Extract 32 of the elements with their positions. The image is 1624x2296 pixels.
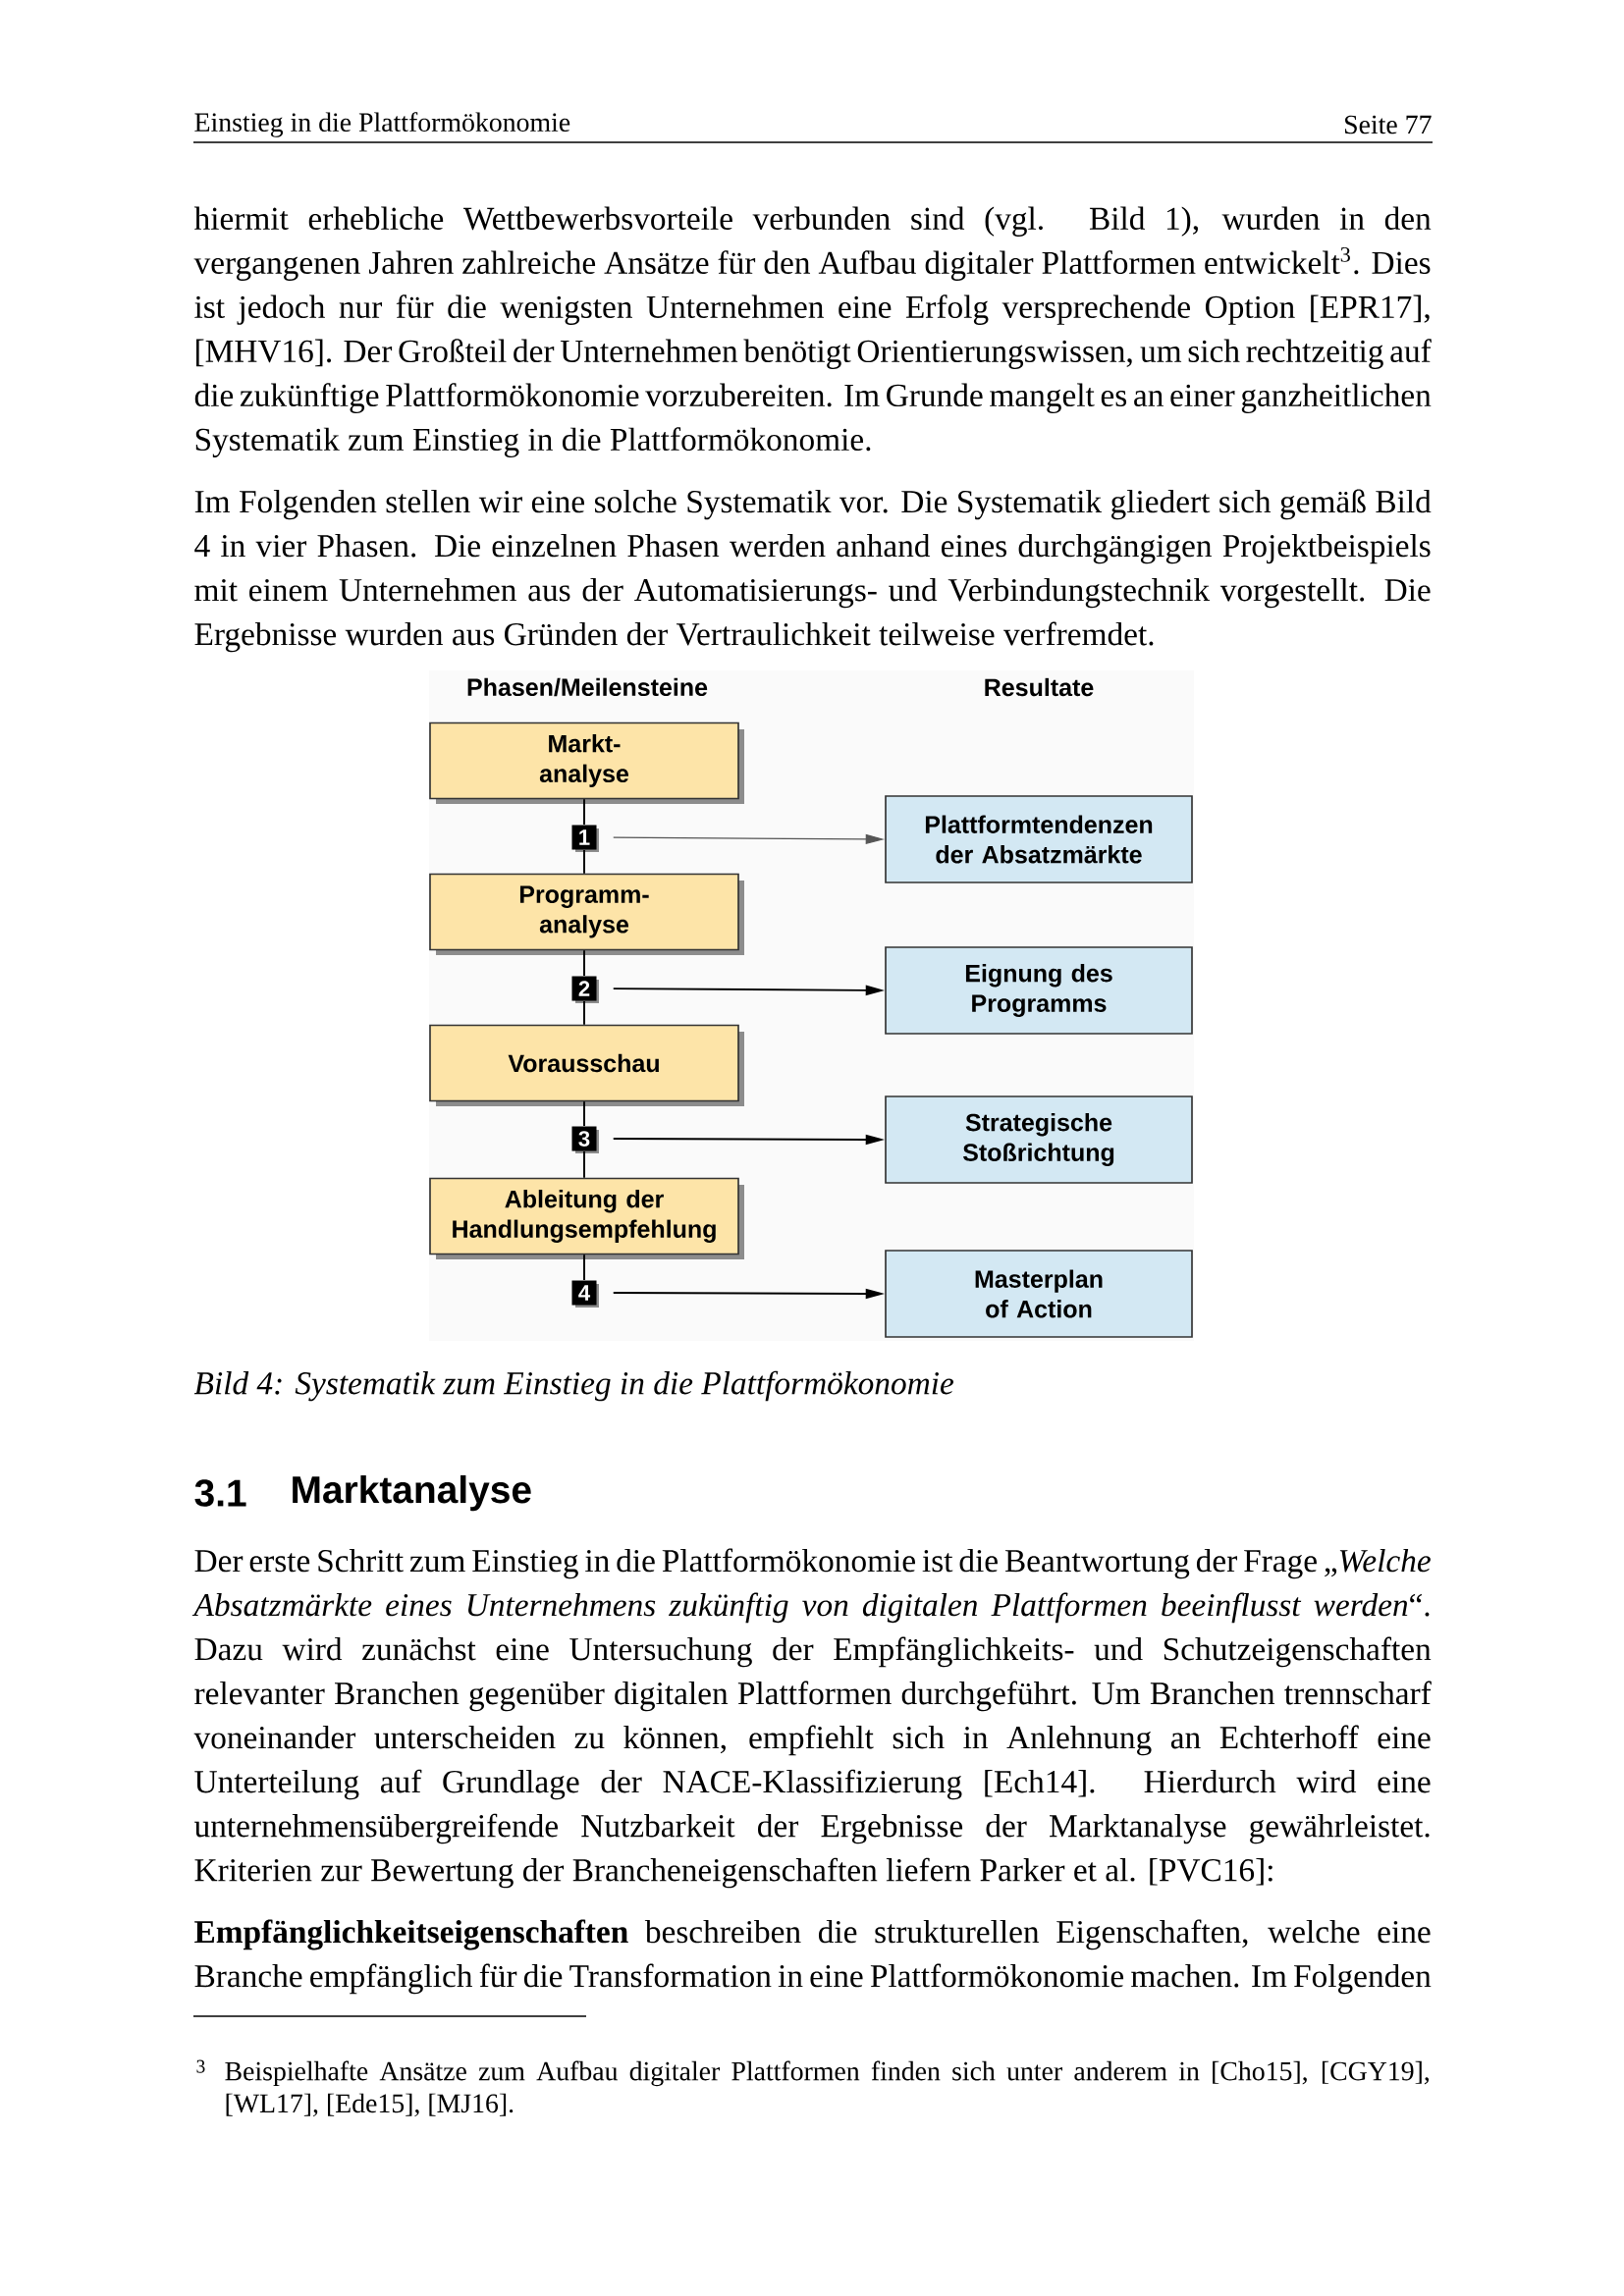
phase-box: Programm- analyse (429, 873, 744, 955)
connector-line (583, 1150, 585, 1179)
step-number: 4 (571, 1280, 599, 1308)
result-box: Plattformtendenzen der Absatzmärkte (885, 795, 1193, 883)
connector-line (583, 1000, 585, 1026)
paragraph: hiermit erhebliche Wettbewerbsvorteile verbunden sind (vgl. Bild 1), wurden in den vergangenen Jahren zahlreiche Ansätze für den Aufbau digitaler Plattformen entwickelt$^{3}$. Dies ist jedoch nur für die wenigsten Unternehmen eine Erfolg versprechende Option [EPR17], [MHV16]. Der Großteil der Unternehmen benötigt Orientierungswissen, um sich rechtzeitig auf die zukünftige Plattformökonomie vorzubereiten. Im Grunde mangelt es an einer ganzheitlichen Systematik zum Einstieg in die Plattformökonomie. (193, 206, 1432, 457)
footnote-mark: 3 (196, 2059, 205, 2073)
footnote: Beispielhafte Ansätze zum Aufbau digitaler Plattformen finden sich unter anderem in [Cho15], [CGY19], [WL17], [Ede15], [MJ16]. (225, 2060, 1430, 2117)
phase-box: Markt- analyse (429, 721, 744, 804)
step-number: 2 (571, 976, 599, 1003)
running-header: Einstieg in die Plattformökonomie (194, 112, 570, 137)
result-box: Strategische Stoßrichtung (885, 1095, 1193, 1184)
result-box: Eignung des Programms (885, 946, 1193, 1035)
paragraph: Der erste Schritt zum Einstieg in die Plattformökonomie ist die Beantwortung der Frage „Welche Absatzmärkte eines Unternehmens zukünftig von digitalen Plattformen beeinflusst werden“. Dazu wird zunächst eine Untersuchung der Empfänglichkeits- und Schutzeigenschaften relevanter Branchen gegenüber digitalen Plattformen durchgeführt. Um Branchen trennscharf voneinander unterscheiden zu können, empfiehlt sich in Anlehnung an Echterhoff eine Unterteilung auf Grundlage der NACE-Klassifizierung [Ech14]. Hierdurch wird eine unternehmensübergreifende Nutzbarkeit der Ergebnisse der Marktanalyse gewährleistet. Kriterien zur Bewertung der Brancheneigenschaften liefern Parker et al. [PVC16]: (191, 1548, 1432, 1889)
result-box: Masterplan of Action (885, 1250, 1193, 1338)
phase-box: Ableitung der Handlungsempfehlung (429, 1177, 744, 1259)
column-header: Phasen/Meilensteine (467, 677, 708, 697)
connector-line (583, 1254, 585, 1281)
figure-caption: Bild 4: Systematik zum Einstieg in die Plattformökonomie (193, 1370, 954, 1402)
paragraph: Im Folgenden stellen wir eine solche Systematik vor. Die Systematik gliedert sich gemäß Bild 4 in vier Phasen. Die einzelnen Phasen werden anhand eines durchgängigen Projektbeispiels mit einem Unternehmen aus der Automatisierungs- und Verbindungstechnik vorgestellt. Die Ergebnisse wurden aus Gründen der Vertraulichkeit teilweise verfremdet. (194, 489, 1432, 653)
paragraph: Empfänglichkeitseigenschaften beschreiben die strukturellen Eigenschaften, welche eine Branche empfänglich für die Transformation in eine Plattformökonomie machen. Im Folgenden (194, 1919, 1432, 1995)
section-number: 3.1 (194, 1479, 246, 1507)
connector-line (583, 798, 585, 826)
connector-line (583, 849, 585, 875)
section-heading: Marktanalyse (293, 1474, 531, 1512)
connector-line (583, 1100, 585, 1127)
column-header: Resultate (985, 677, 1094, 697)
phase-box: Vorausschau (429, 1024, 744, 1106)
step-number: 1 (571, 825, 599, 852)
page-number: Seite 77 (1345, 115, 1432, 134)
connector-line (583, 949, 585, 977)
step-number: 3 (571, 1126, 599, 1153)
